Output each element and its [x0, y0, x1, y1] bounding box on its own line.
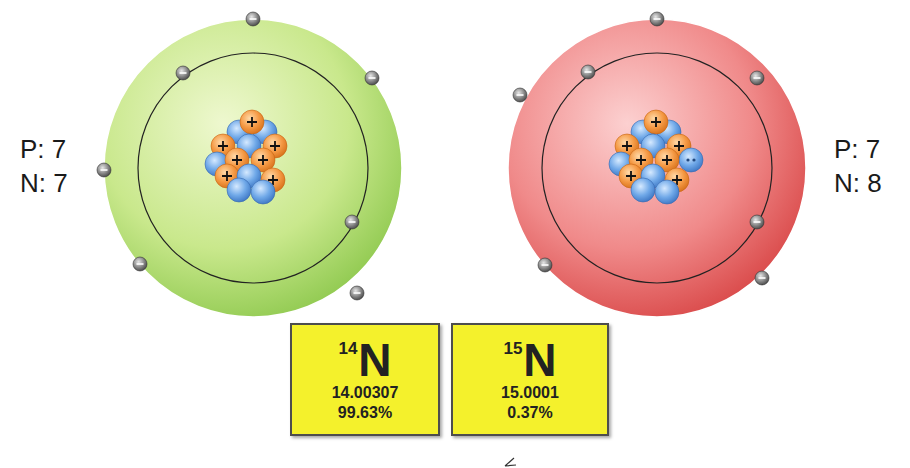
- plus-sign: [247, 117, 257, 127]
- extra-neutron-mark: [692, 158, 695, 161]
- isotope-tile: 14N14.0030799.63%: [290, 323, 440, 436]
- atom: [97, 12, 402, 317]
- plus-sign: [218, 141, 228, 151]
- minus-sign: [585, 71, 592, 73]
- minus-sign: [137, 263, 144, 265]
- electron-cloud: [508, 19, 806, 317]
- proton: [644, 110, 668, 134]
- minus-sign: [517, 94, 524, 96]
- electron: [365, 71, 379, 85]
- plus-sign: [626, 171, 636, 181]
- proton: [240, 110, 264, 134]
- neutron: [631, 178, 655, 202]
- isotope-symbol: 14N: [338, 337, 391, 383]
- minus-sign: [542, 264, 549, 266]
- electron: [246, 12, 260, 26]
- plus-sign: [222, 171, 232, 181]
- mass-number: 15: [503, 340, 522, 357]
- electron: [750, 215, 764, 229]
- inner-shell: [138, 53, 368, 283]
- particle-count: P: 7: [20, 136, 66, 162]
- plus-sign: [662, 155, 672, 165]
- minus-sign: [654, 18, 661, 20]
- neutron: [251, 180, 275, 204]
- inner-shell: [542, 53, 772, 283]
- electron-cloud: [104, 19, 402, 317]
- plus-sign: [258, 155, 268, 165]
- electron: [513, 88, 527, 102]
- neutron: [655, 180, 679, 204]
- particle-count: P: 7: [834, 136, 880, 162]
- minus-sign: [349, 221, 356, 223]
- minus-sign: [759, 277, 766, 279]
- electron: [755, 271, 769, 285]
- minus-sign: [369, 77, 376, 79]
- pointer-mark: [505, 458, 516, 466]
- atomic-mass: 14.00307: [332, 383, 399, 403]
- element-symbol: N: [358, 337, 391, 383]
- particle-count: N: 7: [20, 170, 68, 196]
- minus-sign: [354, 292, 361, 294]
- electron: [97, 163, 111, 177]
- electron: [538, 258, 552, 272]
- electron: [650, 12, 664, 26]
- minus-sign: [250, 18, 257, 20]
- minus-sign: [754, 221, 761, 223]
- electron: [345, 215, 359, 229]
- electron: [350, 286, 364, 300]
- atom: [508, 12, 806, 317]
- electron: [750, 71, 764, 85]
- electron: [133, 257, 147, 271]
- neutron: [227, 178, 251, 202]
- abundance: 99.63%: [338, 403, 392, 423]
- neutron: [679, 148, 703, 172]
- extra-neutron-mark: [686, 158, 689, 161]
- electron: [176, 66, 190, 80]
- particle-count: N: 8: [834, 170, 882, 196]
- plus-sign: [636, 155, 646, 165]
- minus-sign: [180, 72, 187, 74]
- plus-sign: [232, 155, 242, 165]
- isotope-tile: 15N15.00010.37%: [451, 323, 609, 436]
- abundance: 0.37%: [507, 403, 552, 423]
- atomic-mass: 15.0001: [501, 383, 559, 403]
- electron: [581, 65, 595, 79]
- mass-number: 14: [338, 340, 357, 357]
- plus-sign: [622, 141, 632, 151]
- isotope-symbol: 15N: [503, 337, 556, 383]
- plus-sign: [270, 141, 280, 151]
- plus-sign: [651, 117, 661, 127]
- plus-sign: [674, 141, 684, 151]
- minus-sign: [101, 169, 108, 171]
- minus-sign: [754, 77, 761, 79]
- element-symbol: N: [523, 337, 556, 383]
